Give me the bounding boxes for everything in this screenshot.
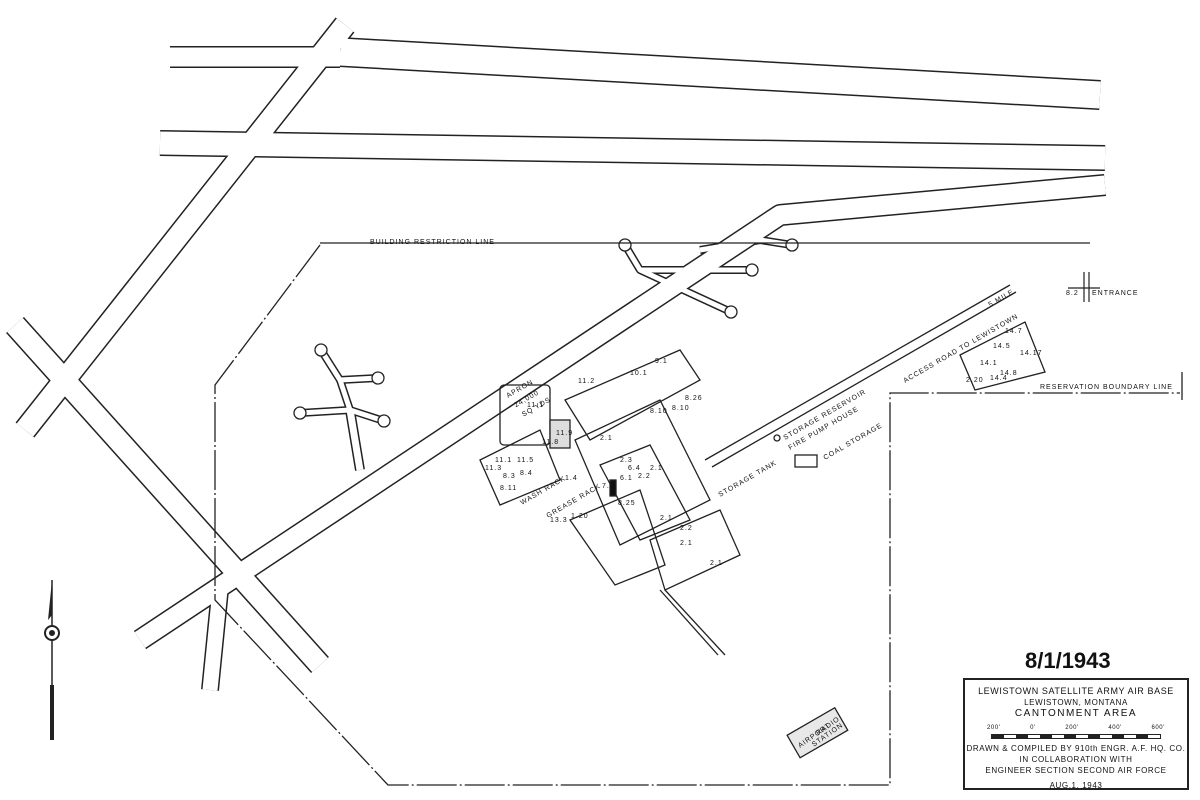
reservation-boundary-label: RESERVATION BOUNDARY LINE [1040, 384, 1173, 391]
building-code: 14.17 [1020, 350, 1043, 357]
storage-tank-label: STORAGE TANK [718, 460, 779, 499]
runway-surface [159, 131, 1106, 170]
building-code: 11.8 [542, 439, 559, 446]
building-code: 2.3 [620, 457, 633, 464]
building-code: 2.2 [638, 473, 651, 480]
building-code: 8.4 [520, 470, 533, 477]
building-code: 6.1 [620, 475, 633, 482]
building-code: 14.1 [980, 360, 998, 367]
building-code: 8.3 [503, 473, 516, 480]
building-code: 2.1 [710, 560, 723, 567]
building-code: 14.8 [1000, 370, 1018, 377]
credit-line-3: ENGINEER SECTION SECOND AIR FORCE [985, 766, 1167, 775]
runway-surface [7, 317, 328, 673]
airport-radio-station [786, 706, 849, 759]
runway-strip [133, 174, 1107, 650]
building-code: 8.10 [650, 408, 668, 415]
credit-line-2: IN COLLABORATION WITH [1019, 755, 1133, 764]
building-restriction-label: BUILDING RESTRICTION LINE [370, 239, 495, 246]
building-code: 8.10 [672, 405, 690, 412]
building-code: 10.1 [630, 370, 648, 377]
building-code: 14.7 [1005, 328, 1023, 335]
map-subtitle: CANTONMENT AREA [1014, 708, 1138, 719]
building-code: 11.3 [485, 465, 502, 472]
runway-surface [339, 38, 1101, 109]
runway-surface [346, 409, 364, 471]
building-code: 7.3 [602, 483, 615, 490]
cantonment-area [479, 321, 1046, 759]
map-location: LEWISTOWN, MONTANA [1024, 698, 1128, 707]
building-code: 2.2 [680, 525, 693, 532]
building-code: 11.1 [527, 402, 544, 409]
building-code: 2.1 [680, 540, 693, 547]
storage-reservoir-label: STORAGE RESERVOIR [783, 389, 868, 442]
building-code: 8.11 [500, 485, 517, 492]
scale-bar [991, 734, 1161, 739]
building-code: 13.3 [550, 517, 568, 524]
building-code: 2.20 [966, 377, 984, 384]
mile-marker-label: 5 MILE [988, 289, 1016, 309]
date-stamp: 8/1/1943 [1025, 648, 1111, 673]
entrance-label: ENTRANCE [1092, 290, 1139, 297]
building-code: 2.1 [660, 515, 673, 522]
building-code: 1.20 [571, 513, 589, 520]
building-code: 14.4 [990, 375, 1008, 382]
entrance-code: 8.2 [1066, 290, 1079, 297]
reservation-boundary-line [214, 244, 1180, 786]
hardstands [293, 238, 799, 428]
building-code: 11.2 [578, 378, 595, 385]
wash-rack-label: WASH RACK [520, 475, 568, 507]
building-code: 8.25 [618, 500, 636, 507]
building-code: 9.1 [655, 358, 668, 365]
entrance-symbol [1068, 272, 1100, 302]
runway-surface [202, 589, 228, 691]
credit-line-1: DRAWN & COMPILED BY 910th ENGR. A.F. HQ.… [966, 744, 1186, 753]
title-block: LEWISTOWN SATELLITE ARMY AIR BASE LEWIST… [963, 678, 1189, 790]
boundary-lines [214, 242, 1183, 786]
building-code: 11.5 [517, 457, 534, 464]
scale-ticks: 200' 0' 200' 400' 600' [987, 725, 1165, 731]
building-code: 14.5 [993, 343, 1011, 350]
runway-surface [134, 175, 1106, 648]
building-code: 2.1 [600, 435, 613, 442]
access-road [704, 284, 1011, 461]
map-title: LEWISTOWN SATELLITE ARMY AIR BASE [978, 686, 1174, 696]
building-code: 6.4 [628, 465, 641, 472]
building-code: 1.4 [565, 475, 578, 482]
building-code: 11.1 [495, 457, 512, 464]
runway-surface [16, 18, 354, 437]
building-code: 8.26 [685, 395, 703, 402]
drawn-date: AUG.1, 1943 [1049, 781, 1103, 790]
building-code: 11.9 [556, 430, 573, 437]
building-code: 2.1 [650, 465, 663, 472]
north-arrow-icon [44, 580, 60, 740]
runways [6, 17, 1107, 691]
